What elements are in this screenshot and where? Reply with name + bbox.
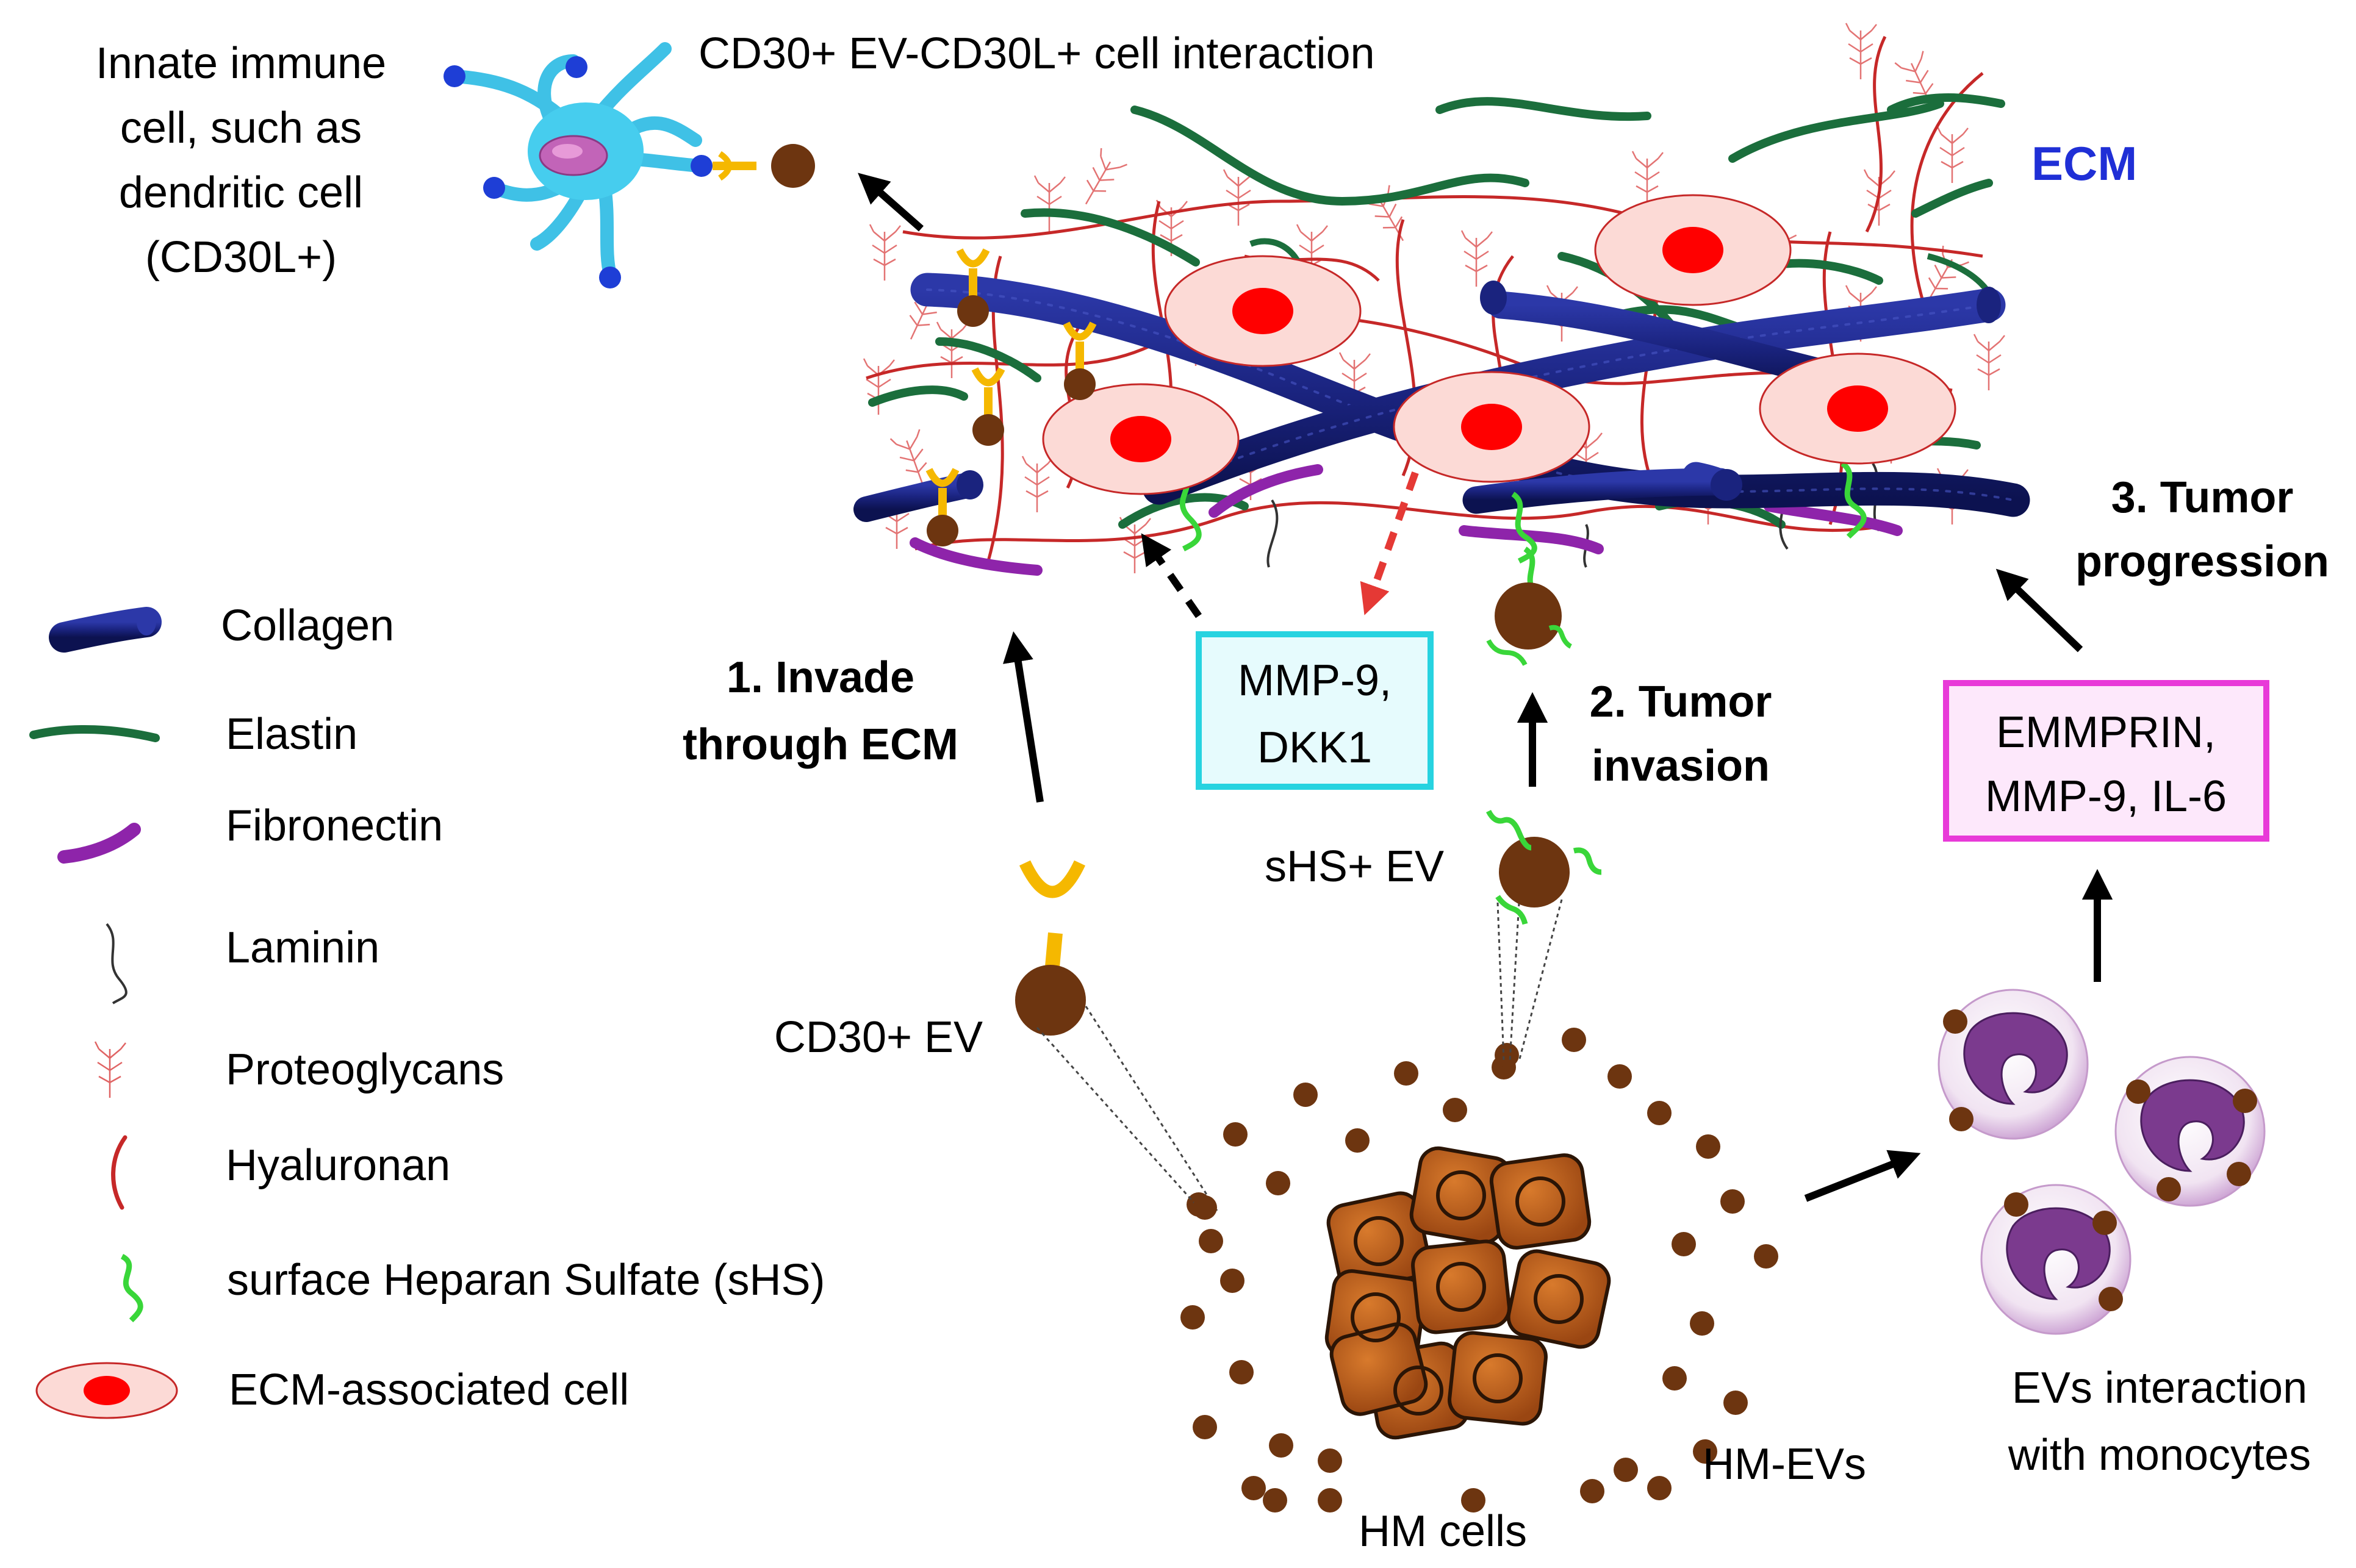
- legend-label-laminin: Laminin: [226, 923, 379, 972]
- monocytes: [1938, 989, 2266, 1335]
- hm-cell-cluster: [1180, 1028, 1778, 1513]
- step3-label: progression: [2075, 537, 2329, 586]
- hyaluronan-icon: [111, 1135, 127, 1210]
- step2-label: 2. Tumor: [1590, 678, 1772, 726]
- emmprin-box: [1943, 680, 2269, 842]
- hm-cells-label: HM cells: [1359, 1507, 1527, 1556]
- dendritic-cell: [444, 42, 815, 288]
- step1-label: 1. Invade: [727, 653, 914, 702]
- legend: Collagen Elastin Fibronectin Laminin Pro…: [29, 601, 825, 1419]
- legend-label-proteoglycans: Proteoglycans: [226, 1045, 504, 1094]
- legend-label-fibronectin: Fibronectin: [226, 801, 443, 850]
- monocyte-label: with monocytes: [2008, 1431, 2311, 1480]
- innate-cell-label: Innate immune: [96, 39, 386, 88]
- ecm-cell: [1164, 255, 1362, 367]
- arrow-to-dendritic-cell: [858, 173, 924, 232]
- fibronectin-icon: [57, 823, 141, 864]
- shs-ev-label: sHS+ EV: [1265, 842, 1444, 891]
- ecm-cell: [1042, 383, 1240, 495]
- monocyte-label: EVs interaction: [2012, 1364, 2307, 1412]
- arrow-dashed-mmp: [1141, 533, 1202, 618]
- laminin-icon: [106, 923, 127, 1004]
- monocyte: [2114, 1056, 2266, 1207]
- mmp-box-text: MMP-9,: [1238, 656, 1392, 705]
- emmprin-box-text: MMP-9, IL-6: [1985, 772, 2227, 821]
- legend-label-ecm-cell: ECM-associated cell: [229, 1366, 629, 1414]
- ecm-cell-icon: [35, 1362, 178, 1419]
- ecm-mesh: [853, 22, 2030, 666]
- mmp-box-text: DKK1: [1257, 723, 1372, 772]
- legend-label-collagen: Collagen: [221, 601, 394, 650]
- arrow-to-monocytes: [1804, 1150, 1921, 1202]
- interaction-label: CD30+ EV-CD30L+ cell interaction: [699, 29, 1375, 78]
- shs-ev-in-ecm: [1486, 546, 1572, 666]
- arrow-tumor-progression: [1995, 568, 2083, 653]
- elastin-icon: [29, 725, 160, 742]
- fibronectin-strands: [910, 464, 1903, 576]
- emmprin-box-text: EMMPRIN,: [1996, 708, 2216, 757]
- monocyte: [1938, 989, 2089, 1140]
- monocyte: [1980, 1184, 2132, 1335]
- arrows: [858, 173, 2113, 1202]
- ecm-cell: [1393, 371, 1590, 483]
- legend-label-heparan-sulfate: surface Heparan Sulfate (sHS): [227, 1256, 825, 1305]
- step1-label: through ECM: [683, 720, 958, 769]
- proteoglycan-icon: [94, 1040, 127, 1099]
- legend-label-hyaluronan: Hyaluronan: [226, 1141, 450, 1190]
- collagen-icon: [49, 607, 162, 653]
- step3-label: 3. Tumor: [2111, 473, 2294, 522]
- innate-cell-label: dendritic cell: [119, 168, 363, 217]
- shs-ev: [1485, 809, 1602, 925]
- arrow-red-dashed: [1360, 471, 1419, 615]
- cd30-ev: [1015, 860, 1086, 1036]
- ecm-cell: [1594, 194, 1792, 306]
- innate-cell-label: cell, such as: [120, 104, 362, 152]
- ecm-label: ECM: [2031, 137, 2137, 190]
- arrow-invade-ecm: [1003, 631, 1044, 803]
- heparan-sulfate-icon: [120, 1253, 143, 1323]
- mmp-box: [1196, 631, 1434, 790]
- hm-evs-label: HM-EVs: [1703, 1440, 1866, 1489]
- legend-label-elastin: Elastin: [226, 710, 357, 759]
- step2-label: invasion: [1592, 742, 1770, 790]
- innate-cell-label: (CD30L+): [145, 233, 337, 282]
- ev-origin-lines: [1036, 899, 1563, 1211]
- hm-ev-dots: [1180, 1028, 1778, 1513]
- cd30-ev-label: CD30+ EV: [774, 1013, 983, 1062]
- ecm-cell: [1759, 353, 1956, 465]
